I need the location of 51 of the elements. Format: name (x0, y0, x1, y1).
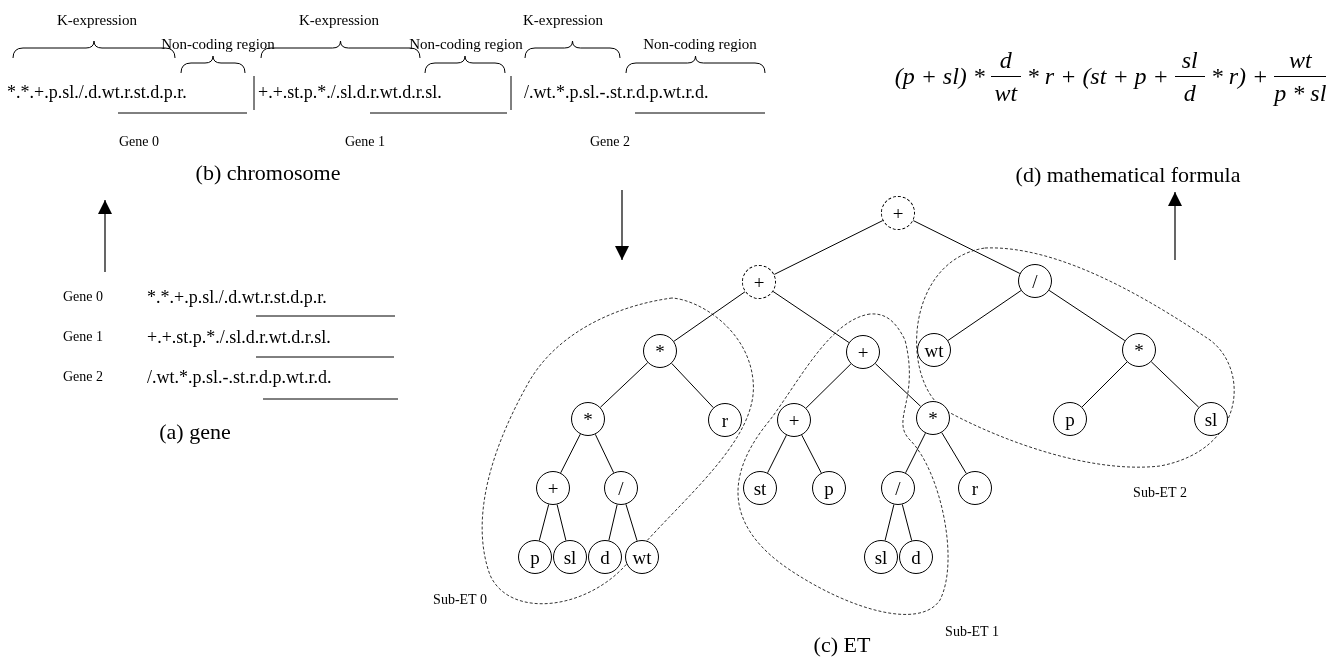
gene-sequence: *.*.+.p.sl./.d.wt.r.st.d.p.r. (7, 83, 187, 101)
tree-branch (901, 503, 913, 542)
region-label: Non-coding region (409, 36, 523, 52)
tree-branch (947, 290, 1022, 341)
tree-branch (673, 291, 746, 342)
formula-term: wt (994, 80, 1018, 105)
gene-sequence: +.+.st.p.*./.sl.d.r.wt.d.r.sl. (147, 328, 331, 346)
tree-branch (1081, 361, 1128, 408)
formula-term: (p + sl) * (894, 64, 985, 88)
tree-branch (884, 504, 895, 541)
formula-term: sl (1181, 47, 1198, 72)
tree-branch (772, 291, 850, 343)
subtree-label: Sub-ET 1 (945, 625, 999, 639)
gene-sequence: *.*.+.p.sl./.d.wt.r.st.d.p.r. (147, 288, 327, 306)
formula-term: * r) + (1210, 64, 1269, 88)
region-label: K-expression (299, 12, 379, 28)
section-caption: (b) chromosome (195, 162, 341, 184)
gene-sequence: /.wt.*.p.sl.-.st.r.d.p.wt.r.d. (147, 368, 332, 386)
formula-term: p * sl (1274, 80, 1327, 105)
gene-label: Gene 0 (63, 290, 103, 304)
tree-branch (608, 504, 618, 541)
region-label: K-expression (523, 12, 603, 28)
formula-term: d (999, 47, 1012, 72)
region-label: Non-coding region (161, 36, 275, 52)
gene-label: Gene 2 (63, 370, 103, 384)
gene-label: Gene 0 (119, 135, 159, 149)
section-caption: (c) ET (813, 634, 871, 656)
formula-term: d (1183, 80, 1196, 105)
tree-branch (941, 432, 967, 474)
gene-label: Gene 1 (345, 135, 385, 149)
section-caption: (a) gene (159, 421, 231, 443)
region-label: Non-coding region (643, 36, 757, 52)
tree-branch (1150, 361, 1200, 408)
gene-label: Gene 1 (63, 330, 103, 344)
tree-branch (538, 503, 550, 542)
gene-sequence: +.+.st.p.*./.sl.d.r.wt.d.r.sl. (258, 83, 442, 101)
tree-branch (599, 362, 649, 408)
formula-term: * r + (st + p + (1026, 64, 1169, 88)
tree-branch (805, 363, 852, 409)
tree-branch (874, 363, 922, 407)
subtree-label: Sub-ET 2 (1133, 486, 1187, 500)
subtree-label: Sub-ET 0 (433, 593, 487, 607)
tree-branch (556, 504, 567, 541)
tree-branch (625, 503, 638, 542)
formula-term: wt (1288, 47, 1312, 72)
region-label: K-expression (57, 12, 137, 28)
gene-sequence: /.wt.*.p.sl.-.st.r.d.p.wt.r.d. (524, 83, 709, 101)
tree-branch (1048, 289, 1126, 342)
section-caption: (d) mathematical formula (1015, 164, 1241, 186)
gene-label: Gene 2 (590, 135, 630, 149)
tree-branch (671, 362, 714, 409)
